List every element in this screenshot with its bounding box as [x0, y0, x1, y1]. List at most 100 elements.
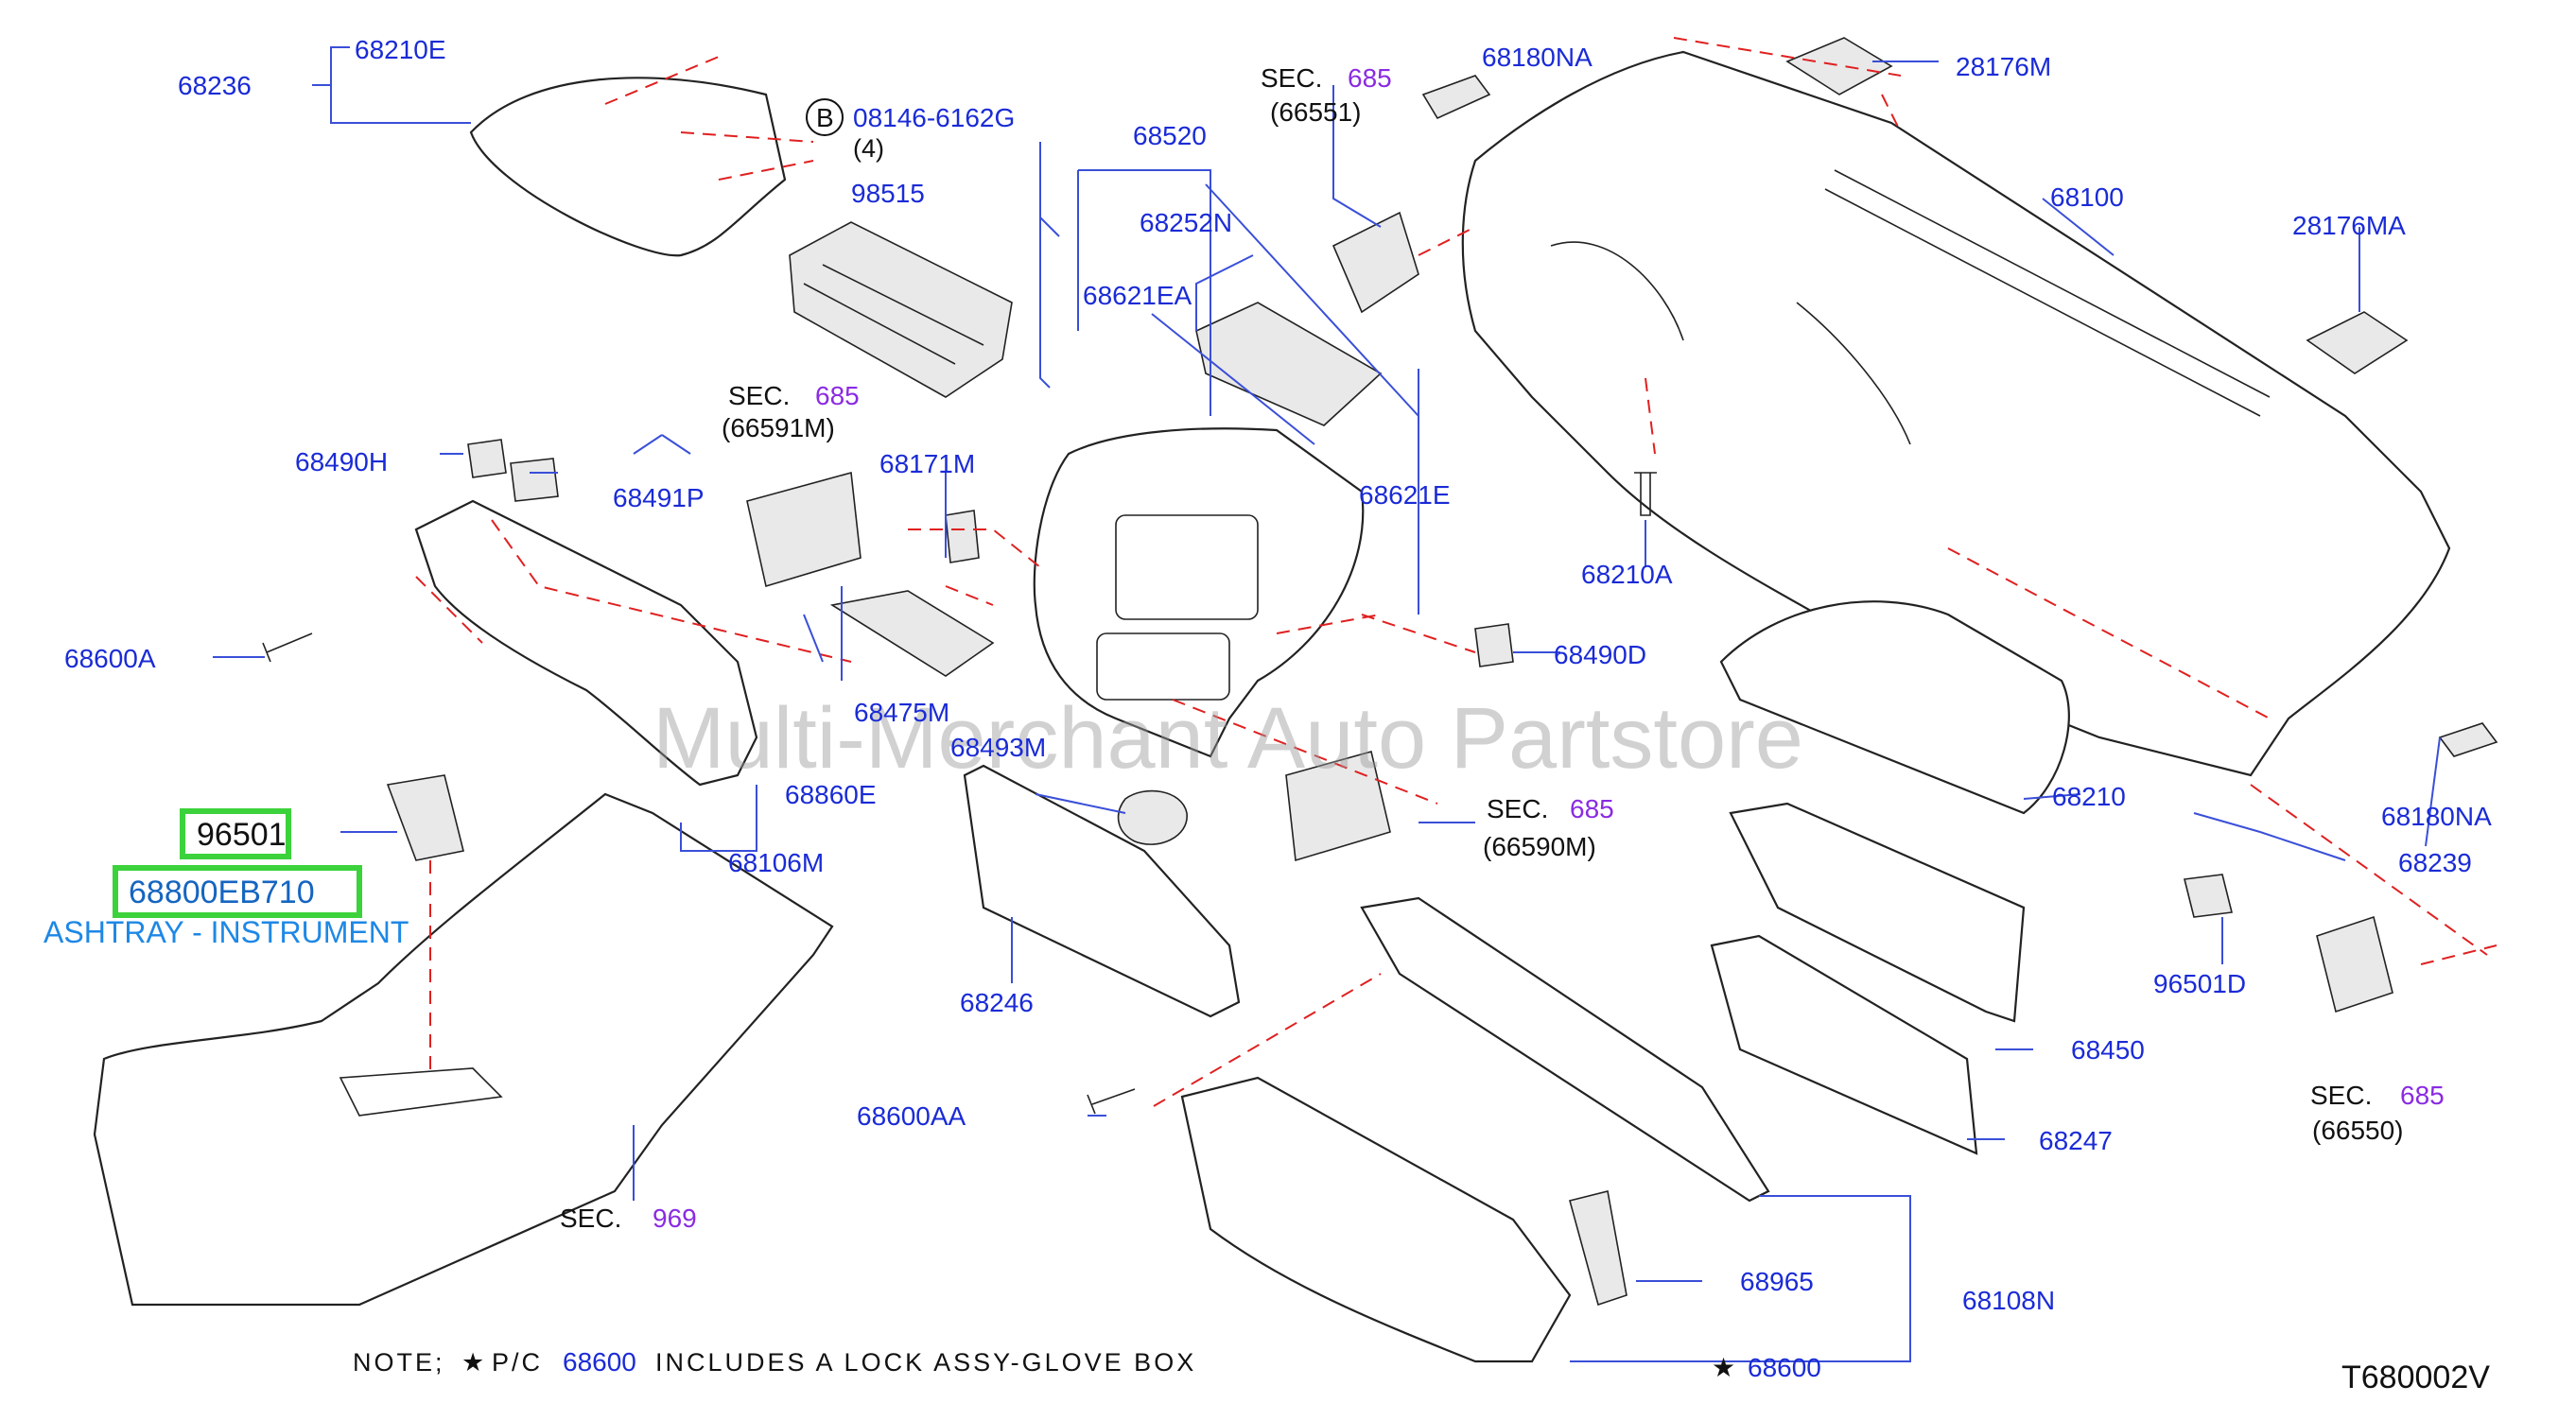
label-ashtray-instrument: ASHTRAY - INSTRUMENT [44, 915, 409, 949]
label-68520: 68520 [1133, 121, 1207, 150]
diagram-code: T680002V [2341, 1360, 2490, 1395]
note-pc: P/C [492, 1348, 543, 1377]
part-68450-box [1729, 802, 2026, 1023]
label-68600-star: ★ [1712, 1353, 1735, 1382]
part-vent-66590M [1285, 751, 1391, 862]
assembly-lines [415, 37, 2498, 1107]
part-labels: 68236 68210E B 08146-6162G (4) 98515 685… [44, 35, 2492, 1395]
label-68236: 68236 [178, 71, 252, 100]
part-96501D-clip [2184, 874, 2233, 918]
note-prefix: NOTE; [353, 1348, 445, 1377]
label-08146-6162G: 08146-6162G [853, 103, 1015, 132]
part-68180NA-top [1421, 75, 1491, 120]
part-68180NA-right [2438, 722, 2498, 757]
part-68171M-clip [945, 510, 980, 563]
label-98515: 98515 [851, 179, 925, 208]
part-68108N-frame [1360, 896, 1770, 1203]
sec-num-969: 969 [653, 1204, 697, 1233]
sec-sub-66590M: (66590M) [1483, 832, 1596, 861]
label-28176M: 28176M [1956, 52, 2051, 81]
label-68252N: 68252N [1140, 208, 1232, 237]
highlight-box-96501 [180, 808, 291, 859]
sec-sub-66591M: (66591M) [722, 413, 835, 442]
label-68800EB710: 68800EB710 [129, 875, 315, 910]
part-68236-cover [469, 77, 787, 257]
part-68600AA-screw [1087, 1088, 1136, 1115]
label-68600A: 68600A [64, 644, 156, 673]
label-68450: 68450 [2071, 1035, 2145, 1065]
b-circle [806, 98, 844, 136]
label-28176MA: 28176MA [2292, 211, 2406, 240]
label-68475M: 68475M [854, 698, 949, 727]
part-68246-panel [963, 764, 1241, 1018]
label-68490H: 68490H [295, 447, 388, 476]
sec-word-66590M: SEC. [1487, 794, 1548, 823]
label-68100: 68100 [2050, 182, 2124, 212]
part-68490H-clip [467, 439, 507, 478]
part-96501-ashtray [386, 774, 464, 861]
label-68180NA-top: 68180NA [1482, 43, 1593, 72]
sec-num-66591M: 685 [815, 381, 860, 410]
label-68621EA: 68621EA [1083, 281, 1192, 310]
label-68246: 68246 [960, 988, 1034, 1017]
part-vent-66591M [746, 471, 862, 588]
label-68210: 68210 [2052, 782, 2126, 811]
label-68860E: 68860E [785, 780, 877, 809]
label-68247: 68247 [2039, 1126, 2113, 1155]
part-68600A-screw [262, 632, 313, 663]
label-68180NA-right: 68180NA [2381, 802, 2492, 831]
label-b: B [816, 103, 834, 132]
part-vent-66550 [2316, 915, 2393, 1013]
label-68171M: 68171M [879, 449, 975, 478]
label-68210E: 68210E [355, 35, 446, 64]
sec-word-66550: SEC. [2310, 1081, 2372, 1110]
part-68252N-tray [1195, 302, 1383, 426]
sec-word-66551: SEC. [1261, 63, 1322, 93]
label-68106M: 68106M [728, 848, 824, 877]
label-68965: 68965 [1740, 1267, 1814, 1296]
part-68965-trim [1569, 1190, 1627, 1307]
sec-num-66590M: 685 [1570, 794, 1614, 823]
note-star: ★ [461, 1348, 487, 1377]
part-68210A-screw [1634, 472, 1657, 516]
label-68600: 68600 [1748, 1353, 1821, 1382]
label-68239: 68239 [2398, 848, 2472, 877]
label-qty-4: (4) [853, 134, 884, 163]
note-rest: INCLUDES A LOCK ASSY-GLOVE BOX [655, 1348, 1196, 1377]
label-68210A: 68210A [1581, 560, 1673, 589]
label-96501D: 96501D [2153, 969, 2246, 998]
label-68108N: 68108N [1962, 1286, 2055, 1315]
part-68106M-lower [414, 499, 758, 787]
label-68490D: 68490D [1554, 640, 1646, 669]
label-68621E: 68621E [1359, 480, 1451, 510]
sec-sub-66551: (66551) [1270, 97, 1362, 127]
sec-num-66551: 685 [1348, 63, 1392, 93]
sec-word-969: SEC. [560, 1204, 621, 1233]
part-68493M-knob [1117, 789, 1188, 845]
part-28176M-lid [1785, 37, 1893, 95]
highlight-box-68800EB710 [113, 865, 362, 918]
part-68475M-pocket [829, 590, 995, 677]
part-68490D-clip [1474, 623, 1514, 667]
section-references: SEC. 685 (66551) SEC. 685 (66591M) SEC. … [560, 63, 2445, 1233]
sec-sub-66550: (66550) [2312, 1116, 2404, 1145]
watermark: Multi-Merchant Auto Partstore [653, 690, 1803, 787]
label-96501: 96501 [197, 817, 287, 853]
part-68520-bezel [1033, 427, 1365, 758]
part-68210-lid [1719, 600, 2070, 815]
leader-lines [213, 46, 2441, 1362]
sec-num-66550: 685 [2400, 1081, 2445, 1110]
part-68247-door [1710, 934, 1978, 1155]
part-28176MA-lid [2306, 311, 2409, 374]
label-68493M: 68493M [950, 733, 1046, 762]
part-68491P-clip [510, 458, 559, 502]
label-68600AA: 68600AA [857, 1101, 966, 1131]
part-68600-glove [1180, 1076, 1572, 1363]
label-68491P: 68491P [613, 483, 705, 512]
sec-word-66591M: SEC. [728, 381, 790, 410]
part-console [93, 792, 834, 1307]
note-line: NOTE; ★ P/C 68600 INCLUDES A LOCK ASSY-G… [353, 1347, 1196, 1377]
part-vent-66551 [1332, 211, 1419, 314]
part-98515-airbag [789, 221, 1013, 398]
